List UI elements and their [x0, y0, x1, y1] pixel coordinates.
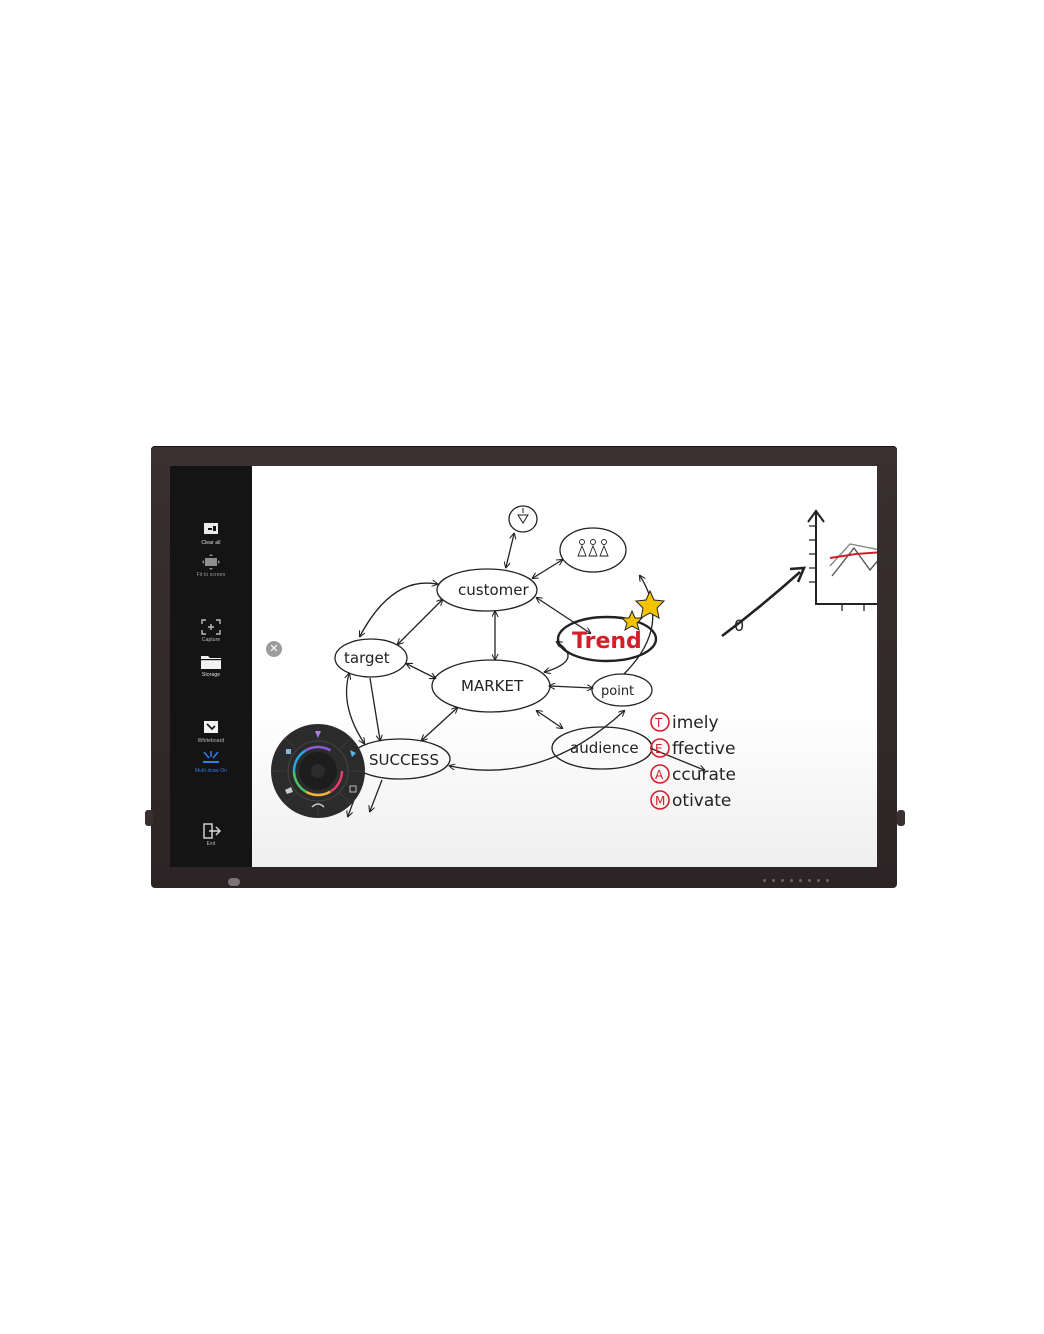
display-screen: Clear all Fit to screen Capture Storage	[170, 466, 877, 867]
clear-all-icon	[204, 523, 218, 534]
pen-color-dial[interactable]	[270, 723, 366, 819]
team-letter-m: M	[655, 794, 665, 808]
team-word-m: otivate	[672, 791, 731, 811]
whiteboard-label: Whiteboard	[197, 738, 225, 744]
webcam-icon	[228, 878, 240, 886]
multi-draw-icon	[203, 751, 219, 763]
capture-button[interactable]: Capture	[170, 619, 252, 643]
eraser-icon	[285, 787, 293, 794]
node-customer-label: customer	[458, 581, 529, 599]
clear-all-label: Clear all	[201, 540, 221, 546]
toolbar-sidebar: Clear all Fit to screen Capture Storage	[170, 466, 252, 867]
fit-to-screen-button[interactable]: Fit to screen	[170, 554, 252, 578]
node-trend-label: Trend	[572, 629, 642, 654]
select-icon	[349, 785, 357, 793]
node-market-label: MARKET	[461, 677, 524, 695]
volume-down-button[interactable]	[799, 879, 802, 882]
team-letter-a: A	[655, 768, 664, 782]
team-letter-e: E	[655, 742, 663, 756]
node-success-label: SUCCESS	[369, 751, 439, 769]
node-target	[334, 638, 408, 678]
whiteboard-button[interactable]: Whiteboard	[170, 720, 252, 744]
fit-to-screen-label: Fit to screen	[196, 572, 226, 578]
power-button[interactable]	[763, 879, 766, 882]
whiteboard-icon	[204, 721, 218, 733]
team-word-e: ffective	[672, 739, 735, 759]
multi-draw-button[interactable]: Multi draw On	[170, 750, 252, 774]
left-handle	[145, 810, 153, 826]
chart-zero-label: 0	[734, 616, 744, 635]
sketch-bulb-node	[508, 505, 538, 533]
fit-to-screen-icon	[202, 554, 220, 570]
exit-icon	[203, 823, 221, 839]
capture-icon	[201, 619, 221, 635]
close-panel-button[interactable]: ✕	[266, 641, 282, 657]
capture-label: Capture	[201, 637, 221, 643]
multi-draw-label: Multi draw On	[194, 768, 228, 774]
storage-button[interactable]: Storage	[170, 654, 252, 678]
menu-button[interactable]	[781, 879, 784, 882]
exit-button[interactable]: Exit	[170, 823, 252, 847]
node-trend	[556, 615, 658, 663]
folder-icon	[201, 656, 221, 669]
marker-icon	[286, 749, 291, 754]
sketch-people-node	[559, 527, 627, 573]
ok-button[interactable]	[826, 879, 829, 882]
clear-all-button[interactable]: Clear all	[170, 522, 252, 546]
up-button[interactable]	[808, 879, 811, 882]
node-target-label: target	[344, 649, 390, 667]
bezel-buttons	[763, 879, 829, 882]
sketch-chart-axes	[815, 511, 877, 605]
team-word-t: imely	[672, 713, 719, 733]
star-large-icon	[634, 589, 666, 619]
highlighter-icon	[350, 750, 356, 757]
undo-icon	[311, 803, 325, 808]
whiteboard-drawing: customer target MARKET point audience SU…	[334, 505, 877, 867]
whiteboard-canvas[interactable]: customer target MARKET point audience SU…	[252, 466, 877, 867]
star-small-icon	[620, 609, 644, 632]
exit-label: Exit	[206, 841, 216, 847]
down-button[interactable]	[817, 879, 820, 882]
storage-label: Storage	[201, 672, 221, 678]
team-letter-t: T	[654, 716, 663, 730]
pen-icon	[315, 731, 321, 738]
right-handle	[897, 810, 905, 826]
team-word-a: ccurate	[672, 765, 736, 785]
input-button[interactable]	[772, 879, 775, 882]
node-audience-label: audience	[570, 739, 639, 757]
volume-up-button[interactable]	[790, 879, 793, 882]
node-point-label: point	[601, 684, 634, 699]
